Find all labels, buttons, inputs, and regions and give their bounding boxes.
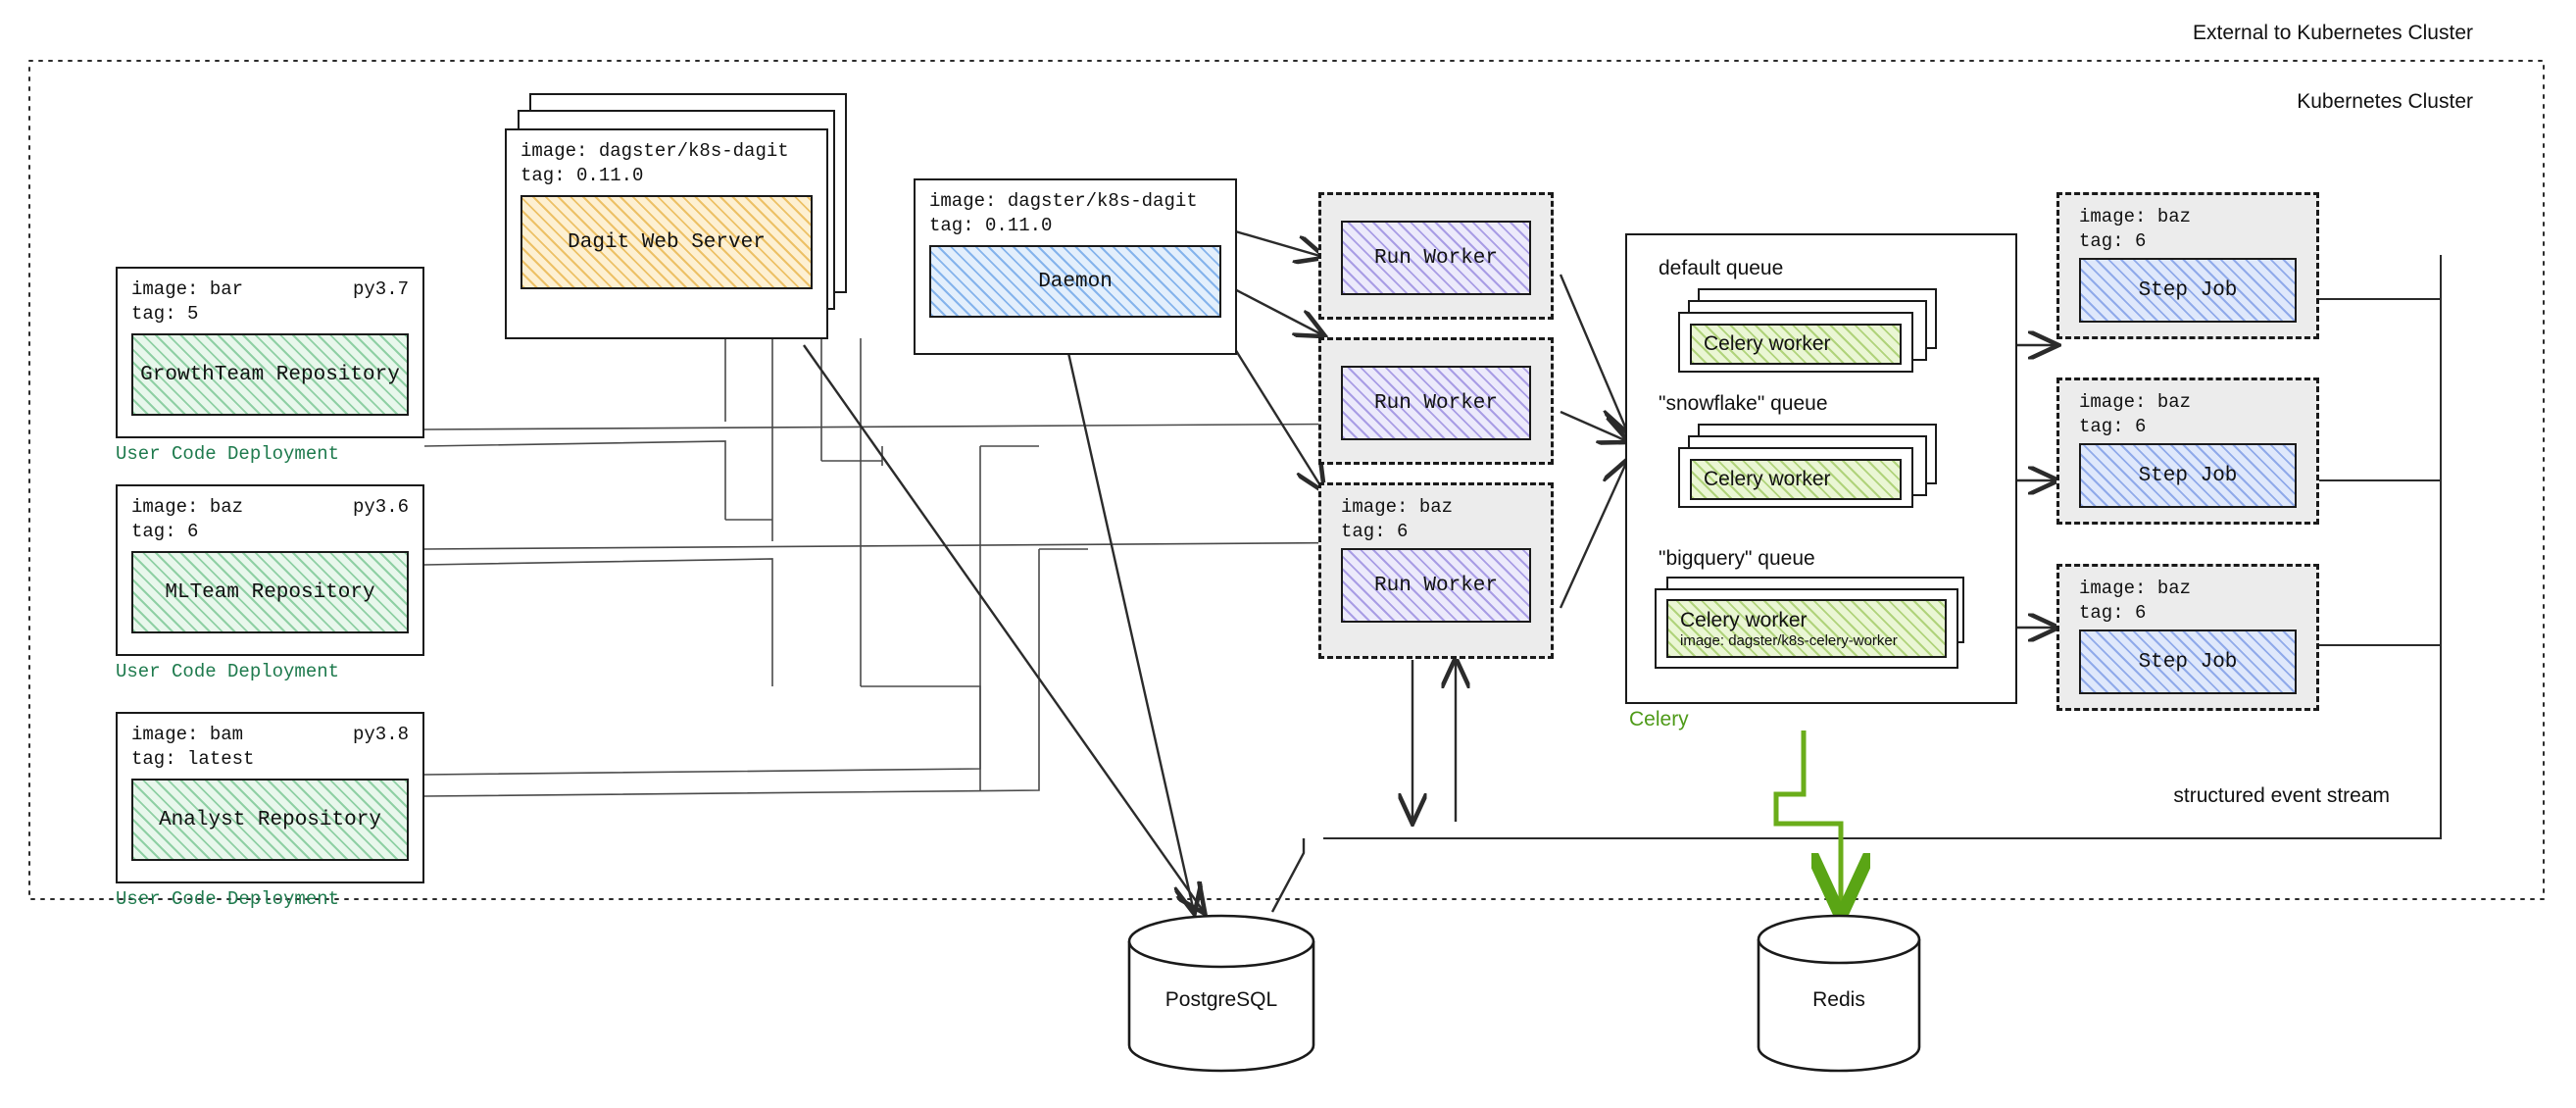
step-job-1-tag: tag: 6 [2079,230,2147,252]
step-job-2-meta: image: baz tag: 6 [2059,380,2316,443]
celery-worker-default-box[interactable]: Celery worker [1690,324,1902,365]
queue-label-default: default queue [1659,257,1784,279]
growthteam-tag: tag: 5 [131,303,199,325]
daemon-image-meta: image: dagster/k8s-dagit tag: 0.11.0 [916,180,1235,243]
step-job-box-2[interactable]: Step Job [2079,443,2297,508]
growthteam-python-version: py3.7 [352,278,409,300]
step-job-box-1[interactable]: Step Job [2079,258,2297,323]
run-worker-box-3[interactable]: Run Worker [1341,548,1531,623]
dagit-image-meta: image: dagster/k8s-dagit tag: 0.11.0 [507,130,826,193]
celery-worker-snowflake-box[interactable]: Celery worker [1690,459,1902,500]
celery-worker-snowflake-card[interactable]: Celery worker [1678,447,1913,508]
run-worker-3-meta: image: baz tag: 6 [1321,485,1551,548]
postgresql-cylinder[interactable]: PostgreSQL [1125,914,1317,1073]
step-job-box-3[interactable]: Step Job [2079,630,2297,694]
dagit-web-server-card[interactable]: image: dagster/k8s-dagit tag: 0.11.0 Dagi… [505,128,828,339]
dagit-tag: tag: 0.11.0 [520,165,644,186]
external-cluster-label: External to Kubernetes Cluster [2193,22,2473,44]
run-worker-box-1[interactable]: Run Worker [1341,221,1531,295]
run-worker-3-tag: tag: 6 [1341,521,1409,542]
run-worker-3-image: image: baz [1341,496,1454,518]
mlteam-image-meta: image: baz py3.6 tag: 6 [118,486,422,549]
daemon-to-postgres [1066,352,1194,912]
celery-worker-bigquery-image: image: dagster/k8s-celery-worker [1680,631,1898,649]
queue-label-bigquery: "bigquery" queue [1659,547,1815,570]
analyst-deployment-caption: User Code Deployment [116,888,340,910]
step-job-3-image: image: baz [2079,578,2192,599]
user-code-deployment-growthteam[interactable]: image: bar py3.7 tag: 5 GrowthTeam Reposit… [116,267,424,438]
mlteam-repository-box[interactable]: MLTeam Repository [131,551,409,633]
daemon-box[interactable]: Daemon [929,245,1221,318]
postgresql-label: PostgreSQL [1164,988,1278,1011]
run-worker-postgres-duplex [1412,660,1456,822]
celery-worker-bigquery-card[interactable]: Celery worker image: dagster/k8s-celery-… [1655,588,1958,669]
step-job-3-tag: tag: 6 [2079,602,2147,624]
step-job-event-links [2318,255,2442,677]
analyst-tag: tag: latest [131,748,255,770]
celery-worker-snowflake-label: Celery worker [1704,468,1831,490]
daemon-card[interactable]: image: dagster/k8s-dagit tag: 0.11.0 Daem… [914,178,1237,355]
run-worker-pod-2[interactable]: Run Worker [1318,337,1554,465]
dagit-web-server-box[interactable]: Dagit Web Server [520,195,813,289]
user-code-deployment-analyst[interactable]: image: bam py3.8 tag: latest Analyst Repos… [116,712,424,883]
growthteam-deployment-caption: User Code Deployment [116,443,340,465]
growthteam-image-meta: image: bar py3.7 tag: 5 [118,269,422,331]
mlteam-image: image: baz [131,496,244,518]
run-worker-box-2[interactable]: Run Worker [1341,366,1531,440]
redis-shape [1757,914,1921,1073]
structured-event-stream-label: structured event stream [2173,784,2390,807]
analyst-repository-box[interactable]: Analyst Repository [131,779,409,861]
analyst-image-meta: image: bam py3.8 tag: latest [118,714,422,777]
growthteam-repository-box[interactable]: GrowthTeam Repository [131,333,409,416]
step-job-3-meta: image: baz tag: 6 [2059,567,2316,630]
analyst-image: image: bam [131,724,244,745]
postgresql-shape [1127,914,1315,1073]
analyst-python-version: py3.8 [352,724,409,745]
celery-worker-default-card[interactable]: Celery worker [1678,312,1913,373]
step-job-pod-2[interactable]: image: baz tag: 6 Step Job [2056,378,2319,525]
celery-worker-bigquery-box[interactable]: Celery worker image: dagster/k8s-celery-… [1666,599,1947,658]
step-job-2-image: image: baz [2079,391,2192,413]
user-code-deployment-mlteam[interactable]: image: baz py3.6 tag: 6 MLTeam Repository [116,484,424,656]
queue-label-snowflake: "snowflake" queue [1659,392,1828,415]
mlteam-deployment-caption: User Code Deployment [116,661,340,682]
step-job-1-meta: image: baz tag: 6 [2059,195,2316,258]
growthteam-image: image: bar [131,278,244,300]
step-job-2-tag: tag: 6 [2079,416,2147,437]
celery-worker-bigquery-label: Celery worker [1680,608,1808,631]
repo-grpc-links [423,338,1411,797]
kubernetes-cluster-label: Kubernetes Cluster [2297,90,2473,113]
mlteam-python-version: py3.6 [352,496,409,518]
celery-worker-default-label: Celery worker [1704,332,1831,355]
dagit-to-postgres [803,344,1204,912]
run-worker-pod-3[interactable]: image: baz tag: 6 Run Worker [1318,482,1554,659]
run-workers-to-celery [1559,274,1627,609]
stream-to-postgres-stub [1270,838,1306,913]
step-job-pod-1[interactable]: image: baz tag: 6 Step Job [2056,192,2319,339]
redis-cylinder[interactable]: Redis [1755,914,1923,1073]
celery-label: Celery [1629,708,1689,730]
mlteam-tag: tag: 6 [131,521,199,542]
daemon-image: image: dagster/k8s-dagit [929,190,1198,212]
step-job-1-image: image: baz [2079,206,2192,227]
run-worker-pod-1[interactable]: Run Worker [1318,192,1554,320]
celery-to-redis [1773,730,1841,912]
daemon-tag: tag: 0.11.0 [929,215,1053,236]
redis-label: Redis [1812,988,1865,1011]
daemon-to-run-workers [1223,227,1323,490]
step-job-pod-3[interactable]: image: baz tag: 6 Step Job [2056,564,2319,711]
dagit-image: image: dagster/k8s-dagit [520,140,789,162]
